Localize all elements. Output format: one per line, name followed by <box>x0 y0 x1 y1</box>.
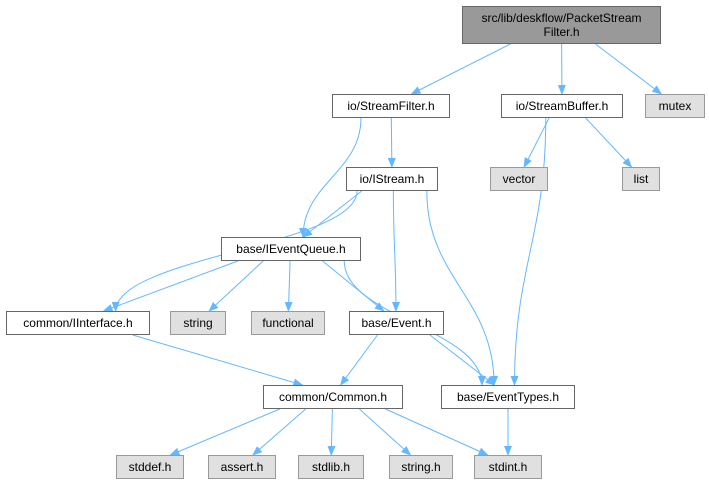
edge-event-to-eventtypes <box>429 334 496 386</box>
edge-streambuffer-to-vector <box>523 117 550 168</box>
node-label-line1: src/lib/deskflow/PacketStream <box>481 11 642 25</box>
edge-packetstreamfilter-to-mutex <box>595 43 663 95</box>
node-label: functional <box>262 316 314 330</box>
node-label: string.h <box>401 460 441 474</box>
node-label: stddef.h <box>128 460 172 474</box>
edge-streambuffer-to-list <box>585 117 633 168</box>
node-list[interactable]: list <box>622 167 660 191</box>
edge-streambuffer-to-eventtypes <box>510 117 547 386</box>
node-stddef-h[interactable]: stddef.h <box>116 455 184 479</box>
node-eventtypes-h[interactable]: base/EventTypes.h <box>441 385 575 409</box>
node-common-h[interactable]: common/Common.h <box>263 385 403 409</box>
node-label: vector <box>502 172 536 186</box>
node-label: list <box>633 172 649 186</box>
node-iinterface-h[interactable]: common/IInterface.h <box>6 311 150 335</box>
node-vector[interactable]: vector <box>490 167 548 191</box>
node-label: common/Common.h <box>278 390 388 404</box>
node-stdlib-h[interactable]: stdlib.h <box>298 455 364 479</box>
node-label: base/EventTypes.h <box>456 390 560 404</box>
edge-common-to-stdlib <box>327 408 336 456</box>
edge-streamfilter-to-istream <box>387 117 396 168</box>
edge-ieventqueue-to-string <box>208 260 264 312</box>
node-label: assert.h <box>220 460 264 474</box>
edge-packetstreamfilter-to-streamfilter <box>410 43 511 95</box>
node-label: base/Event.h <box>361 316 432 330</box>
node-stdint-h[interactable]: stdint.h <box>474 455 542 479</box>
edge-common-to-stringh <box>359 408 412 456</box>
node-label: io/StreamBuffer.h <box>515 99 609 113</box>
edge-common-to-stddef <box>169 408 280 456</box>
node-string[interactable]: string <box>170 311 226 335</box>
edge-common-to-assert <box>252 408 307 456</box>
node-string-h[interactable]: string.h <box>389 455 453 479</box>
edge-istream-to-eventtypes <box>426 190 499 386</box>
edge-ieventqueue-to-iinterface <box>102 260 238 312</box>
node-label: stdint.h <box>488 460 528 474</box>
edge-iinterface-to-common <box>132 334 304 387</box>
node-label: common/IInterface.h <box>23 316 133 330</box>
node-packetstreamfilter-h[interactable]: src/lib/deskflow/PacketStream Filter.h <box>462 6 661 44</box>
node-ieventqueue-h[interactable]: base/IEventQueue.h <box>221 237 361 261</box>
node-label: stdlib.h <box>311 460 351 474</box>
node-streambuffer-h[interactable]: io/StreamBuffer.h <box>501 94 623 118</box>
edge-ieventqueue-to-event <box>322 260 385 312</box>
node-mutex[interactable]: mutex <box>645 94 705 118</box>
edge-istream-to-event <box>391 190 400 312</box>
edge-streamfilter-to-ieventqueue <box>299 117 362 238</box>
node-assert-h[interactable]: assert.h <box>208 455 276 479</box>
node-label: io/IStream.h <box>359 172 425 186</box>
node-label: mutex <box>658 99 692 113</box>
node-label: base/IEventQueue.h <box>236 242 346 256</box>
node-functional[interactable]: functional <box>251 311 325 335</box>
node-label: string <box>183 316 213 330</box>
edge-common-to-stdint <box>385 408 489 456</box>
node-istream-h[interactable]: io/IStream.h <box>346 167 438 191</box>
node-event-h[interactable]: base/Event.h <box>349 311 444 335</box>
node-label: io/StreamFilter.h <box>347 99 435 113</box>
node-label-line2: Filter.h <box>543 25 580 39</box>
edge-istream-to-ieventqueue <box>302 190 363 238</box>
node-streamfilter-h[interactable]: io/StreamFilter.h <box>332 94 450 118</box>
edge-ieventqueue-to-functional <box>284 260 293 312</box>
edge-event-to-common <box>340 334 378 386</box>
